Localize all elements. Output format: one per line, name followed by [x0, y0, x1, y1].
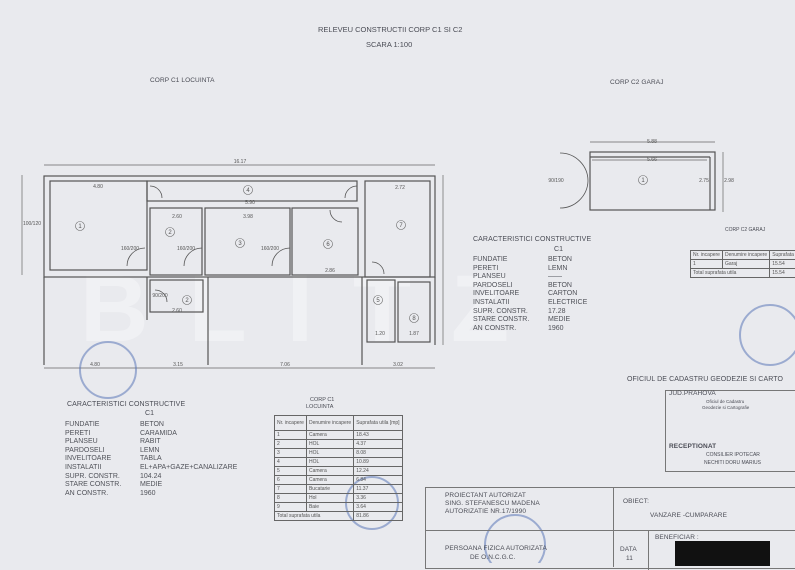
room-number: 5 [376, 298, 380, 304]
ocpi-line1: Oficiul de Cadastru [706, 399, 745, 404]
c2-room-number: 1 [641, 178, 645, 184]
stamp-icon [739, 304, 795, 366]
dim-room2: 2.60 [172, 214, 182, 220]
c2-dim-outer: 5.88 [647, 139, 657, 145]
c1-walls [43, 175, 436, 365]
dim-bottom-3: 7.06 [280, 362, 290, 368]
c2-door-label: 90/190 [548, 178, 564, 184]
spec-c2-title: CARACTERISTICI CONSTRUCTIVE [473, 236, 592, 243]
designer-line2: SING. STEFANESCU MADENA [445, 500, 540, 507]
object-value: VANZARE -CUMPARARE [650, 512, 728, 519]
stamp-icon [79, 341, 137, 399]
room-number: 7 [399, 223, 403, 229]
designer-line1: PROIECTANT AUTORIZAT [445, 492, 526, 499]
room-number: 3 [238, 241, 242, 247]
c1-dimension-lines [21, 164, 444, 369]
dim-bottom-2: 3.15 [173, 362, 183, 368]
ocpi-received: RECEPTIONAT [669, 443, 717, 450]
page-title: RELEVEU CONSTRUCTII CORP C1 SI C2 [318, 25, 463, 34]
door-label: 160/200 [121, 246, 139, 252]
object-label: OBIECT: [623, 498, 649, 505]
dim-bath2: 1.87 [409, 331, 419, 337]
dim-window: 100/120 [23, 221, 41, 227]
dim-room7: 2.72 [395, 185, 405, 191]
room-numbers: 1 2 3 4 5 6 7 8 2 [75, 185, 419, 323]
stamp-icon [484, 514, 546, 563]
person-line1: PERSOANA FIZICA AUTORIZATA [445, 545, 547, 552]
c2-dim-h2: 2.98 [724, 178, 734, 184]
c2-table-title: CORP C2 GARAJ [725, 227, 766, 233]
door-arcs [126, 185, 385, 303]
dim-room6: 2.86 [325, 268, 335, 274]
ocpi-county: JUD.PRAHOVA [669, 390, 716, 397]
ocpi-inspector: CONSILIER IPOTECAR [706, 452, 760, 458]
room-number: 2 [168, 230, 172, 236]
ocpi-line2: Geodezie si Cartografie [702, 405, 750, 410]
room-number: 8 [412, 316, 416, 322]
dim-corridor: 5.90 [245, 200, 255, 206]
watermark: BLITZ [80, 256, 550, 362]
room-number: 4 [246, 188, 250, 194]
door-label: 160/200 [177, 246, 195, 252]
c1-label: CORP C1 LOCUINTA [150, 77, 215, 84]
room-number: 2 [185, 298, 189, 304]
ocpi-title: OFICIUL DE CADASTRU GEODEZIE SI CARTO [627, 376, 784, 383]
beneficiary-label: BENEFICIAR : [655, 534, 699, 541]
designer-line3: AUTORIZATIE NR.17/1990 [445, 508, 527, 515]
dim-room1: 4.80 [93, 184, 103, 190]
title-block-divider [425, 530, 795, 531]
dim-room2b: 2.60 [172, 308, 182, 314]
dim-bottom-4: 3.02 [393, 362, 403, 368]
spec-c1-title: CARACTERISTICI CONSTRUCTIVE [67, 401, 186, 408]
c1-table-title: CORP C1 [310, 397, 335, 403]
c2-walls [589, 151, 716, 211]
dim-room3: 3.98 [243, 214, 253, 220]
ocpi-box: JUD.PRAHOVA Oficiul de Cadastru Geodezie… [665, 390, 795, 472]
redaction-box [675, 541, 770, 566]
dim-overall: 16.17 [234, 159, 247, 165]
room-number: 1 [78, 224, 82, 230]
date-label: DATA [620, 546, 637, 553]
dim-bottom-1: 4.80 [90, 362, 100, 368]
room-number: 6 [326, 242, 330, 248]
dim-bath: 1.20 [375, 331, 385, 337]
spec-c2-sub: C1 [554, 246, 564, 253]
c2-label: CORP C2 GARAJ [610, 79, 664, 86]
c2-dim-h1: 2.75 [699, 178, 709, 184]
c2-dim-inner: 5.66 [647, 157, 657, 163]
door-small-label: 90/200 [152, 293, 168, 299]
person-line2: DE O.N.C.G.C. [470, 554, 516, 561]
ocpi-name: NECHITI DORU MARIUS [704, 460, 761, 466]
door-label: 160/200 [261, 246, 279, 252]
c1-table-subtitle: LOCUINTA [306, 404, 334, 410]
date-value: 11 [626, 555, 633, 562]
scale-label: SCARA 1:100 [366, 40, 413, 49]
spec-c1-sub: C1 [145, 410, 155, 417]
